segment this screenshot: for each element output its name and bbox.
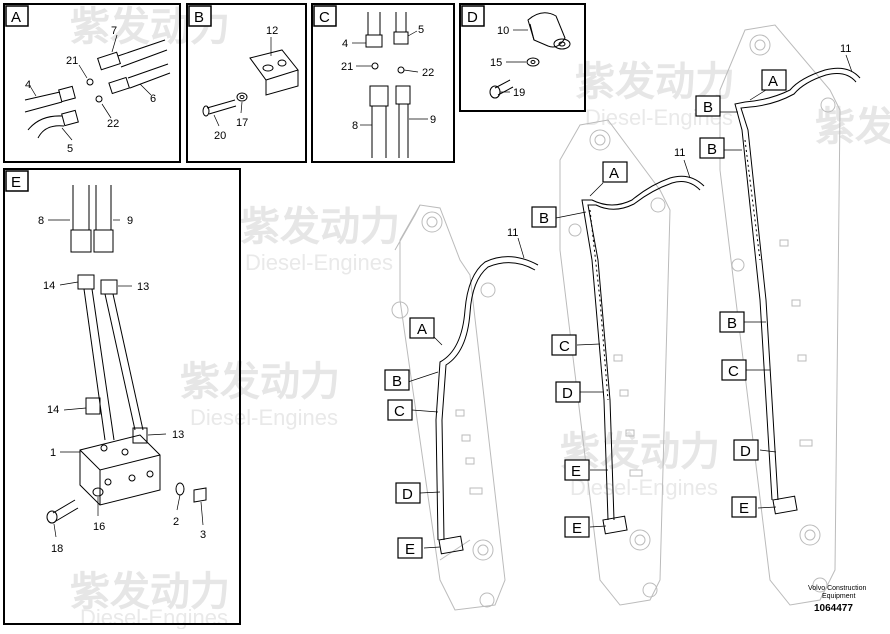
callout-label: B xyxy=(703,99,713,116)
panel-tag: B xyxy=(194,9,204,26)
part-number: 22 xyxy=(422,67,434,79)
callout-boxes: A B C D E E xyxy=(531,161,628,538)
hose-route xyxy=(435,256,539,555)
document-number: 1064477 xyxy=(814,603,853,614)
detail-panel-b: B 12 17 20 xyxy=(186,3,307,163)
part-number: 4 xyxy=(25,79,31,91)
callout-label: B xyxy=(707,141,717,158)
hose-drawing xyxy=(24,39,171,139)
detail-panel-d: D 10 15 19 xyxy=(459,3,586,112)
callout-label: B xyxy=(727,315,737,332)
clip-drawing xyxy=(489,12,571,99)
callout-label: A xyxy=(768,73,778,90)
part-number: 19 xyxy=(513,87,525,99)
callout-label: D xyxy=(402,486,413,503)
part-number: 9 xyxy=(430,114,436,126)
boom-outline xyxy=(391,204,506,611)
part-number: 10 xyxy=(497,25,509,37)
callout-label: E xyxy=(739,500,749,517)
part-number: 5 xyxy=(418,24,424,36)
part-number: 16 xyxy=(93,521,105,533)
detail-panel-c: C 4 5 8 9 21 22 xyxy=(311,3,455,163)
part-number: 12 xyxy=(266,25,278,37)
detail-panel-a: A 4 5 6 7 21 22 xyxy=(3,3,181,163)
watermark-cn: 紫发动力 xyxy=(180,360,340,404)
part-number: 11 xyxy=(840,43,851,55)
hose-drawing xyxy=(365,12,411,158)
company-name: Volvo Construction xyxy=(808,585,866,592)
watermark-en: Diesel-Engines xyxy=(190,405,338,430)
part-number: 15 xyxy=(490,57,502,69)
part-number: 4 xyxy=(342,38,348,50)
part-number: 21 xyxy=(341,61,353,73)
watermark-cn: 紫发动力 xyxy=(240,205,400,249)
boom-view-2: A B C D E E 11 xyxy=(531,119,705,606)
callout-label: E xyxy=(572,520,582,537)
part-number: 9 xyxy=(127,215,133,227)
detail-panel-e: E xyxy=(3,168,241,625)
callout-label: B xyxy=(539,210,549,227)
part-number: 7 xyxy=(111,25,117,37)
panel-tag: C xyxy=(319,9,330,26)
panel-tag: A xyxy=(11,9,21,26)
watermark-en: Diesel-Engines xyxy=(80,605,228,629)
callout-label: C xyxy=(394,403,405,420)
part-number: 6 xyxy=(150,93,156,105)
clamp-drawing xyxy=(202,49,299,117)
part-number: 17 xyxy=(236,117,248,129)
callout-boxes: A B C D E xyxy=(384,317,435,559)
callout-label: A xyxy=(609,165,619,182)
boom-view-3: A B B B C D E 11 xyxy=(695,24,861,606)
hose-route xyxy=(581,175,705,535)
callout-label: E xyxy=(571,463,581,480)
part-number: 18 xyxy=(51,543,63,555)
part-number: 1 xyxy=(50,447,56,459)
part-number: 14 xyxy=(43,280,55,292)
company-name: Equipment xyxy=(822,593,856,600)
part-number: 8 xyxy=(352,120,358,132)
part-number: 11 xyxy=(507,227,518,239)
callout-label: A xyxy=(417,321,427,338)
part-number: 8 xyxy=(38,215,44,227)
leader-lines xyxy=(29,34,152,141)
callout-label: D xyxy=(562,385,573,402)
watermark-cn: 紫发动力 xyxy=(70,570,230,614)
watermark-en: Diesel-Engines xyxy=(570,475,718,500)
part-number: 3 xyxy=(200,529,206,541)
boom-view-1: A B C D E 11 xyxy=(384,204,539,611)
part-number: 13 xyxy=(137,281,149,293)
panel-tag: E xyxy=(11,174,21,191)
part-number: 20 xyxy=(214,130,226,142)
callout-label: E xyxy=(405,541,415,558)
part-number: 5 xyxy=(67,143,73,155)
manifold-drawing xyxy=(46,185,207,524)
callout-label: B xyxy=(392,373,402,390)
callout-label: C xyxy=(559,338,570,355)
part-number: 21 xyxy=(66,55,78,67)
callout-boxes: A B B B C D E xyxy=(695,69,787,518)
watermark-en: Diesel-Engines xyxy=(245,250,393,275)
part-number: 14 xyxy=(47,404,59,416)
callout-label: C xyxy=(728,363,739,380)
part-number: 2 xyxy=(173,516,179,528)
part-number: 13 xyxy=(172,429,184,441)
part-number: 11 xyxy=(674,147,685,159)
panel-tag: D xyxy=(467,9,478,26)
callout-label: D xyxy=(740,443,751,460)
part-number: 22 xyxy=(107,118,119,130)
footer: Volvo Construction Equipment 1064477 xyxy=(808,585,866,614)
